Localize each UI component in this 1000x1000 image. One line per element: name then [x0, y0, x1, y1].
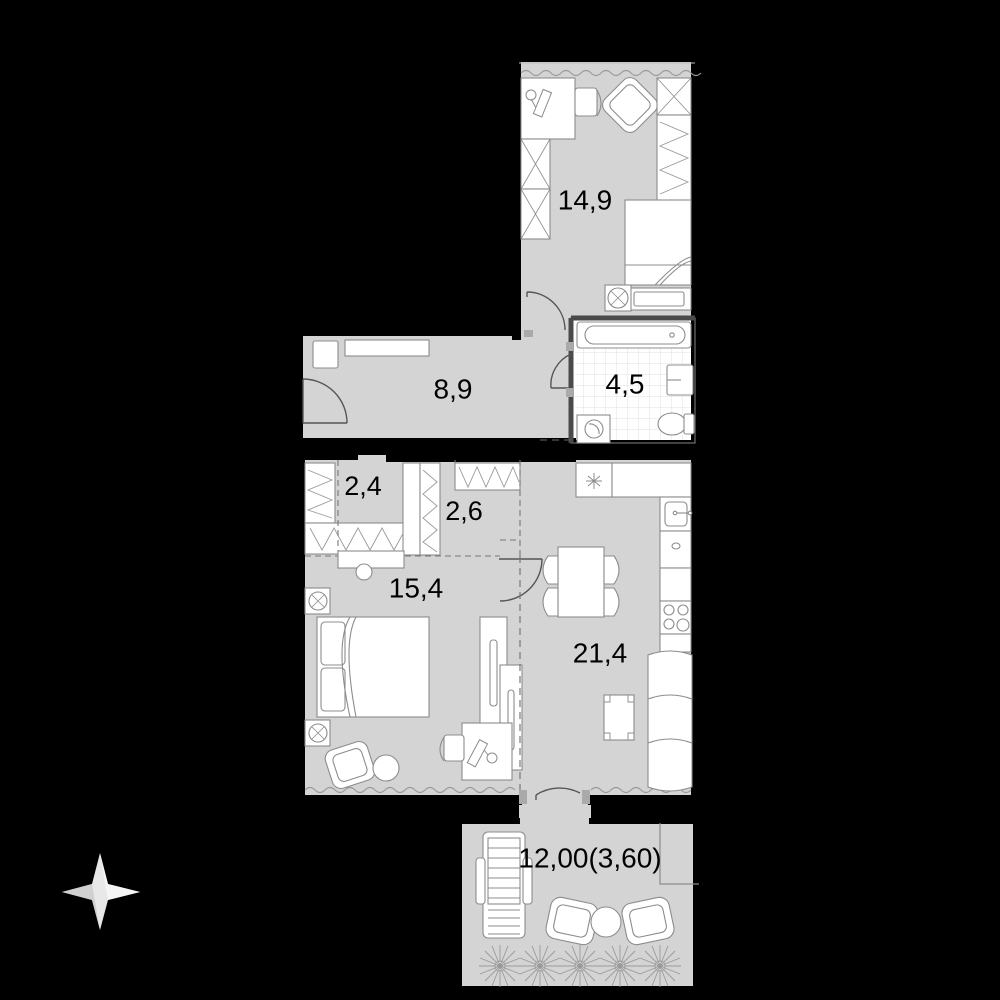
furniture-hallway	[302, 291, 576, 441]
furniture-bedroom-lower	[304, 550, 543, 795]
windows	[304, 62, 702, 794]
wall-outlines	[568, 315, 696, 444]
area-label-bedroom-lower: 15,4	[389, 572, 444, 603]
area-label-bathroom: 4,5	[606, 368, 645, 399]
furniture-terrace	[475, 823, 699, 987]
area-label-wardrobe-left: 2,4	[344, 471, 382, 501]
area-label-wardrobe-right: 2,6	[445, 496, 483, 526]
area-label-living-kitchen: 21,4	[573, 637, 628, 668]
area-label-terrace: 12,00(3,60)	[518, 842, 661, 873]
area-label-hallway: 8,9	[434, 373, 473, 404]
furniture-bathroom	[576, 321, 695, 444]
furniture-bedroom-upper	[520, 77, 692, 312]
room-area-labels: 14,9 8,9 4,5 2,4 2,6 15,4 21,4 12,00(3,6…	[344, 184, 661, 873]
furniture-living-kitchen	[519, 462, 693, 804]
area-label-bedroom-upper: 14,9	[558, 184, 613, 215]
north-arrow-icon	[62, 853, 140, 930]
